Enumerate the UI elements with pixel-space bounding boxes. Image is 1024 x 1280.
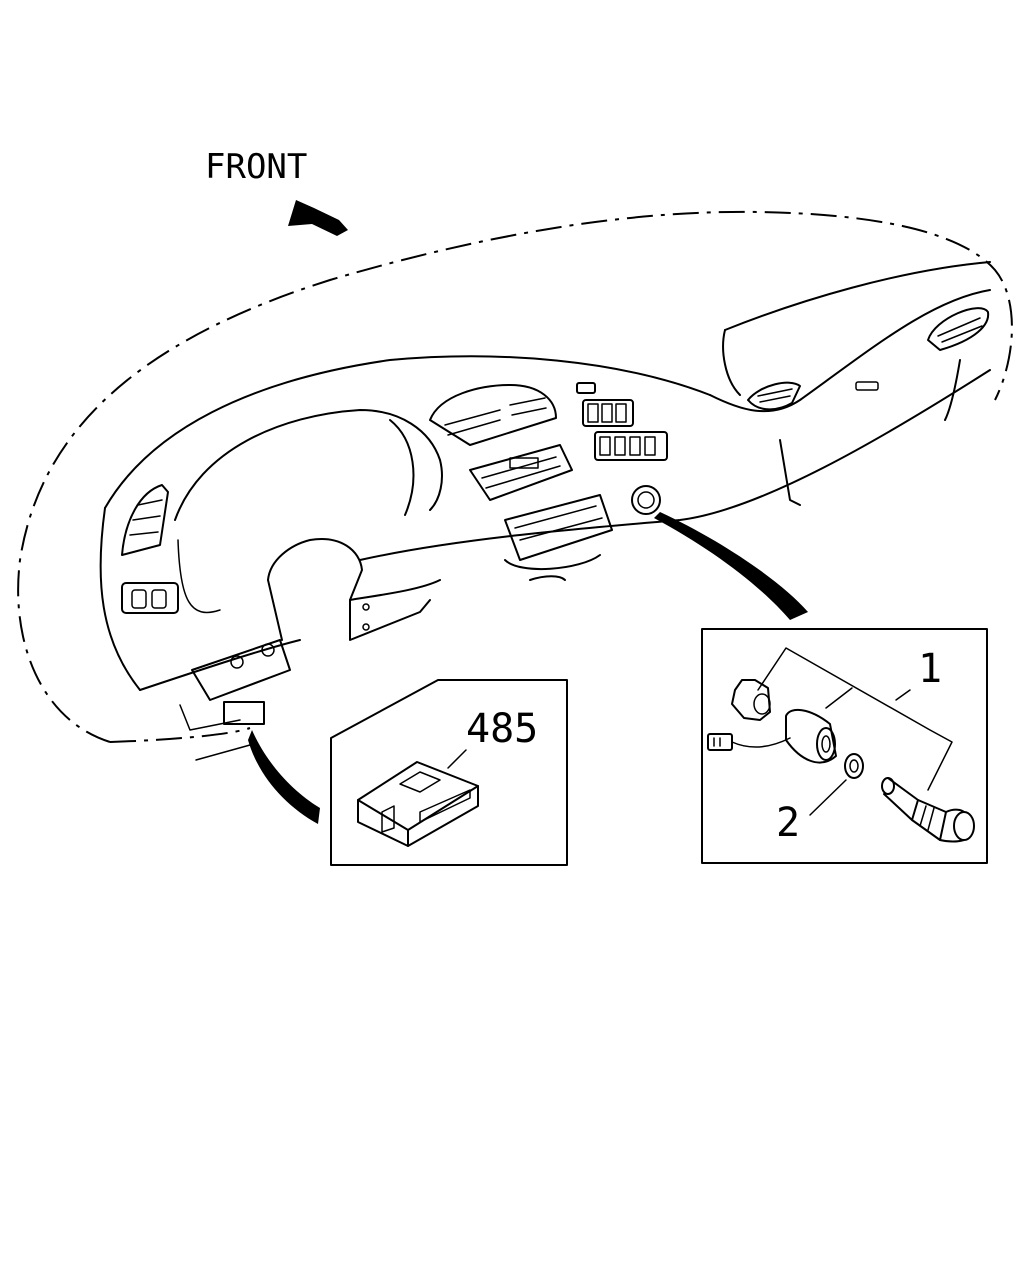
inset-lighter-parts: 1 2 — [701, 628, 988, 864]
center-console — [429, 382, 668, 581]
dashboard-outline — [17, 210, 1013, 743]
inset-part-485: 485 — [330, 679, 568, 866]
module-485 — [357, 761, 479, 847]
passenger-dash — [747, 307, 990, 506]
callout-1: 1 — [918, 646, 942, 692]
dashboard-body — [99, 261, 991, 761]
nut-icon — [731, 679, 771, 721]
leader-curves — [248, 512, 808, 824]
socket-housing-icon — [707, 708, 837, 764]
washer-icon — [844, 753, 864, 779]
callout-485: 485 — [466, 706, 538, 752]
lighter-plug-icon — [881, 777, 975, 843]
callout-2: 2 — [776, 800, 800, 846]
front-arrow-icon — [288, 200, 348, 236]
front-label: FRONT — [205, 147, 307, 187]
